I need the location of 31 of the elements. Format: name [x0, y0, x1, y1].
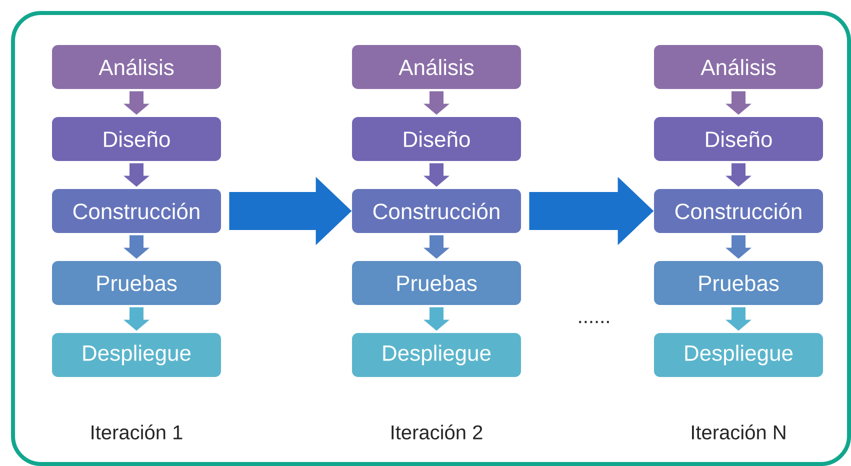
arrow	[124, 91, 150, 115]
process-box: Análisis	[654, 45, 823, 89]
arrow	[726, 91, 752, 115]
arrow	[726, 163, 752, 187]
process-box: Diseño	[352, 117, 521, 161]
process-box: Diseño	[52, 117, 221, 161]
process-box: Despliegue	[654, 333, 823, 377]
arrow	[726, 307, 752, 331]
process-box: Pruebas	[654, 261, 823, 305]
process-box: Pruebas	[352, 261, 521, 305]
column-caption: Iteración 1	[92, 424, 182, 440]
process-box: Construcción	[52, 189, 221, 233]
arrow	[124, 307, 150, 331]
arrow	[424, 163, 450, 187]
arrow	[124, 235, 150, 259]
arrow	[424, 91, 450, 115]
column-caption: Iteración N	[692, 424, 786, 440]
arrow	[424, 307, 450, 331]
arrow	[424, 235, 450, 259]
column-caption: Iteración 2	[392, 424, 482, 440]
process-box: Despliegue	[352, 333, 521, 377]
process-box: Diseño	[654, 117, 823, 161]
arrow	[726, 235, 752, 259]
ellipsis: ......	[579, 320, 609, 324]
process-box: Análisis	[352, 45, 521, 89]
process-box: Análisis	[52, 45, 221, 89]
process-box: Construcción	[352, 189, 521, 233]
process-box: Pruebas	[52, 261, 221, 305]
process-box: Despliegue	[52, 333, 221, 377]
arrow	[124, 163, 150, 187]
process-box: Construcción	[654, 189, 823, 233]
